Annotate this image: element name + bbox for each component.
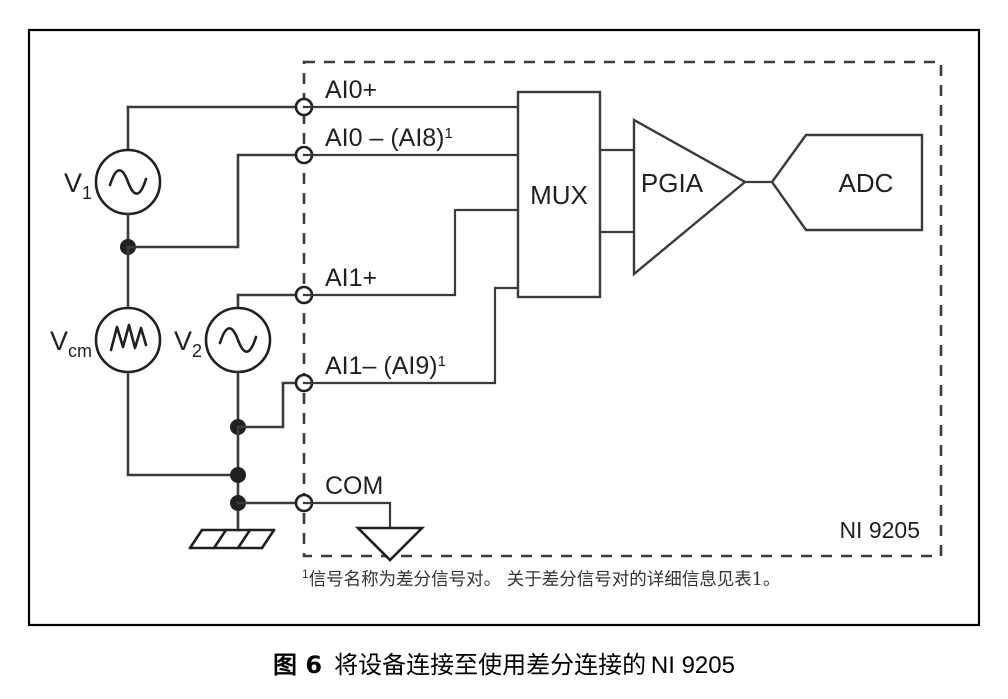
source-vcm-noise-icon bbox=[109, 323, 148, 352]
footnote-text: 信号名称为差分信号对。 关于差分信号对的详细信息见表1。 bbox=[308, 570, 781, 590]
footnote: 1信号名称为差分信号对。 关于差分信号对的详细信息见表1。 bbox=[302, 566, 962, 591]
earth-ground-symbol bbox=[188, 528, 276, 550]
label-com: COM bbox=[325, 472, 383, 500]
wire-v2-to-ai1m bbox=[236, 381, 306, 429]
label-ai1p: AI1+ bbox=[325, 264, 377, 292]
label-ai0p: AI0+ bbox=[325, 76, 377, 104]
label-ai1m: AI1– (AI9)1 bbox=[325, 352, 446, 380]
wire-vcm-to-common bbox=[126, 370, 240, 477]
label-ai0m: AI0 – (AI8)1 bbox=[325, 124, 453, 152]
source-vcm-circle bbox=[94, 306, 162, 374]
source-v1-sine-icon bbox=[108, 169, 148, 195]
label-source-v2: V2 bbox=[174, 326, 202, 361]
device-boundary-dashed bbox=[302, 60, 943, 558]
device-name-label: NI 9205 bbox=[839, 517, 920, 543]
pgia-block bbox=[632, 117, 748, 277]
figure-caption: 图 6 将设备连接至使用差分连接的 NI 9205 bbox=[0, 645, 1008, 680]
chassis-ground-symbol bbox=[354, 526, 426, 562]
caption-device: NI 9205 bbox=[646, 652, 735, 679]
caption-text: 将设备连接至使用差分连接的 bbox=[334, 651, 647, 679]
adc-label: ADC bbox=[839, 168, 894, 198]
caption-number: 图 6 bbox=[273, 651, 335, 679]
footnote-marker: 1 bbox=[302, 567, 309, 582]
junction-common-mid bbox=[230, 467, 246, 483]
pgia-label: PGIA bbox=[641, 168, 704, 198]
figure-border bbox=[27, 28, 981, 627]
mux-label: MUX bbox=[530, 180, 588, 210]
wire-ai1p-to-mux bbox=[302, 208, 520, 297]
source-v2-sine-icon bbox=[218, 327, 258, 353]
wire-ai1m-to-mux bbox=[302, 286, 520, 385]
mux-block bbox=[516, 90, 602, 299]
wire-com-to-chassis bbox=[302, 501, 392, 530]
wire-v1-to-ai0m bbox=[126, 153, 306, 249]
label-source-v1: V1 bbox=[64, 168, 92, 203]
adc-block bbox=[770, 133, 924, 232]
label-source-vcm: Vcm bbox=[50, 326, 92, 361]
